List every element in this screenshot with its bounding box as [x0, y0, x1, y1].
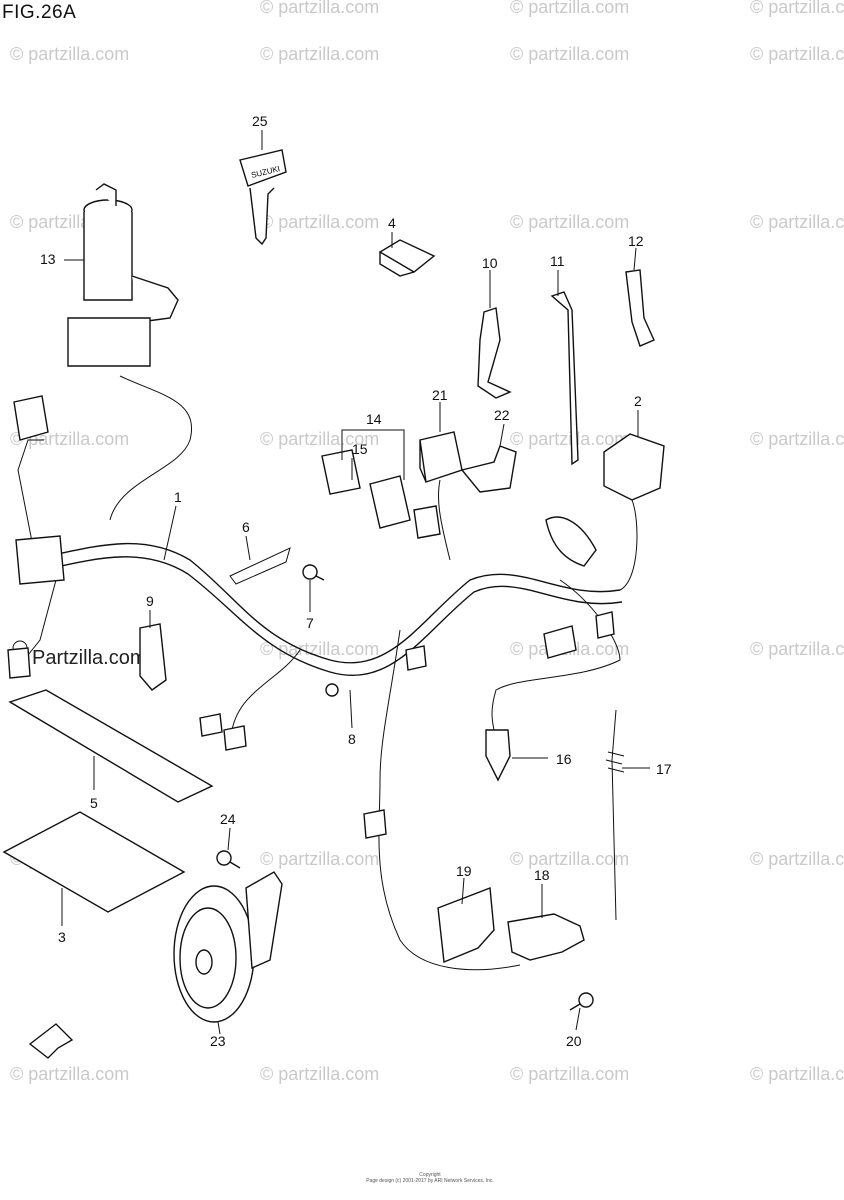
ground-terminal-part: [325, 683, 339, 697]
clip-part: [139, 623, 167, 691]
callout-label: 22: [494, 407, 510, 423]
connector-part: [413, 505, 441, 539]
copyright-footer: Copyright Page design (c) 2001-2017 by A…: [360, 1172, 500, 1184]
callout-label: 14: [366, 411, 382, 427]
watermark-text: © partzilla.com: [750, 1064, 844, 1084]
connector-part: [13, 395, 49, 441]
watermark-text: © partzilla.com: [10, 1064, 129, 1084]
callout-label: 8: [348, 731, 356, 747]
callout-label: 18: [534, 867, 550, 883]
callout-label: 25: [252, 113, 268, 129]
watermark-text: © partzilla.com: [260, 44, 379, 64]
connector-part: [405, 645, 427, 671]
callout-label: 17: [656, 761, 672, 777]
callout-labels: 1 2 3 4 5 6 7 8 9 10 11 12 13 14 15 16 1…: [40, 113, 672, 1049]
connector-part: [603, 433, 665, 501]
connector-part: [545, 516, 597, 567]
spring-coil: [605, 751, 625, 773]
clamp-part: [625, 269, 655, 347]
callout-label: 5: [90, 795, 98, 811]
ignition-switch-part: [67, 183, 192, 521]
callout-label: 6: [242, 519, 250, 535]
callout-label: 10: [482, 255, 498, 271]
watermark-text: © partzilla.com: [260, 212, 379, 232]
watermark-text: © partzilla.com: [510, 44, 629, 64]
watermark-text: © partzilla.com: [750, 212, 844, 232]
callout-label: 23: [210, 1033, 226, 1049]
figure-title: FIG.26A: [2, 2, 77, 23]
copyright-line: Page design (c) 2001-2017 by ARI Network…: [366, 1178, 494, 1184]
watermark-text: © partzilla.com: [510, 0, 629, 17]
callout-label: 12: [628, 233, 644, 249]
watermark-text: © partzilla.com: [260, 0, 379, 17]
watermark-text: © partzilla.com: [750, 44, 844, 64]
sheet-part: [8, 689, 214, 803]
watermark-text: © partzilla.com: [750, 429, 844, 449]
callout-label: 21: [432, 387, 448, 403]
callout-label: 7: [306, 615, 314, 631]
connector-part: [7, 647, 31, 679]
bracket-part: [477, 307, 512, 399]
callout-label: 16: [556, 751, 572, 767]
callout-label: 24: [220, 811, 236, 827]
callout-label: 19: [456, 863, 472, 879]
watermark-text: © partzilla.com: [260, 1064, 379, 1084]
callout-label: 2: [634, 393, 642, 409]
spring-part: [611, 709, 617, 921]
connector-part: [543, 625, 577, 659]
horn-part: [173, 871, 283, 1023]
callout-label: 13: [40, 251, 56, 267]
watermark-text: © partzilla.com: [510, 849, 629, 869]
forward-direction-arrow-icon: FWD: [28, 1023, 74, 1059]
connector-part: [369, 475, 411, 529]
watermark-text: © partzilla.com: [260, 429, 379, 449]
key-part: SUZUKI: [239, 149, 287, 246]
bolt-part: [216, 850, 241, 869]
connector-part: [199, 713, 223, 737]
watermark-layer: © partzilla.com © partzilla.com © partzi…: [10, 0, 844, 1084]
screw-part: [302, 564, 325, 581]
callout-label: 15: [352, 441, 368, 457]
connector-part: [15, 535, 65, 585]
watermark-text: © partzilla.com: [510, 212, 629, 232]
clip-part: [229, 547, 291, 585]
watermark-text: © partzilla.com: [10, 44, 129, 64]
brake-switch-part: [507, 913, 585, 961]
callout-label: 4: [388, 215, 396, 231]
copyright-line: Copyright: [419, 1172, 441, 1178]
screw-part: [569, 992, 594, 1011]
connector-part: [595, 611, 615, 639]
watermark-text: © partzilla.com: [260, 849, 379, 869]
leader-lines: [61, 130, 650, 1035]
watermark-text: © partzilla.com: [750, 639, 844, 659]
watermark-text: © partzilla.com: [750, 849, 844, 869]
watermark-text: © partzilla.com: [510, 429, 629, 449]
watermark-text: © partzilla.com: [750, 0, 844, 17]
main-wiring-harness: [17, 439, 638, 971]
bracket-part: [437, 887, 495, 964]
callout-label: 9: [146, 593, 154, 609]
callout-label: 20: [566, 1033, 582, 1049]
watermark-brand: Partzilla.com: [32, 647, 146, 669]
pad-part: [378, 239, 436, 277]
relay-bracket-part: [460, 445, 517, 493]
callout-label: 3: [58, 929, 66, 945]
switch-part: [485, 729, 511, 782]
watermark-text: © partzilla.com: [510, 1064, 629, 1084]
connector-part: [363, 809, 387, 839]
sheet-part: [2, 811, 186, 913]
relay-part: [419, 431, 463, 483]
callout-label: 11: [550, 253, 565, 269]
cable-tie-part: [550, 291, 579, 466]
callout-label: 1: [174, 489, 182, 505]
connector-part: [223, 725, 247, 751]
